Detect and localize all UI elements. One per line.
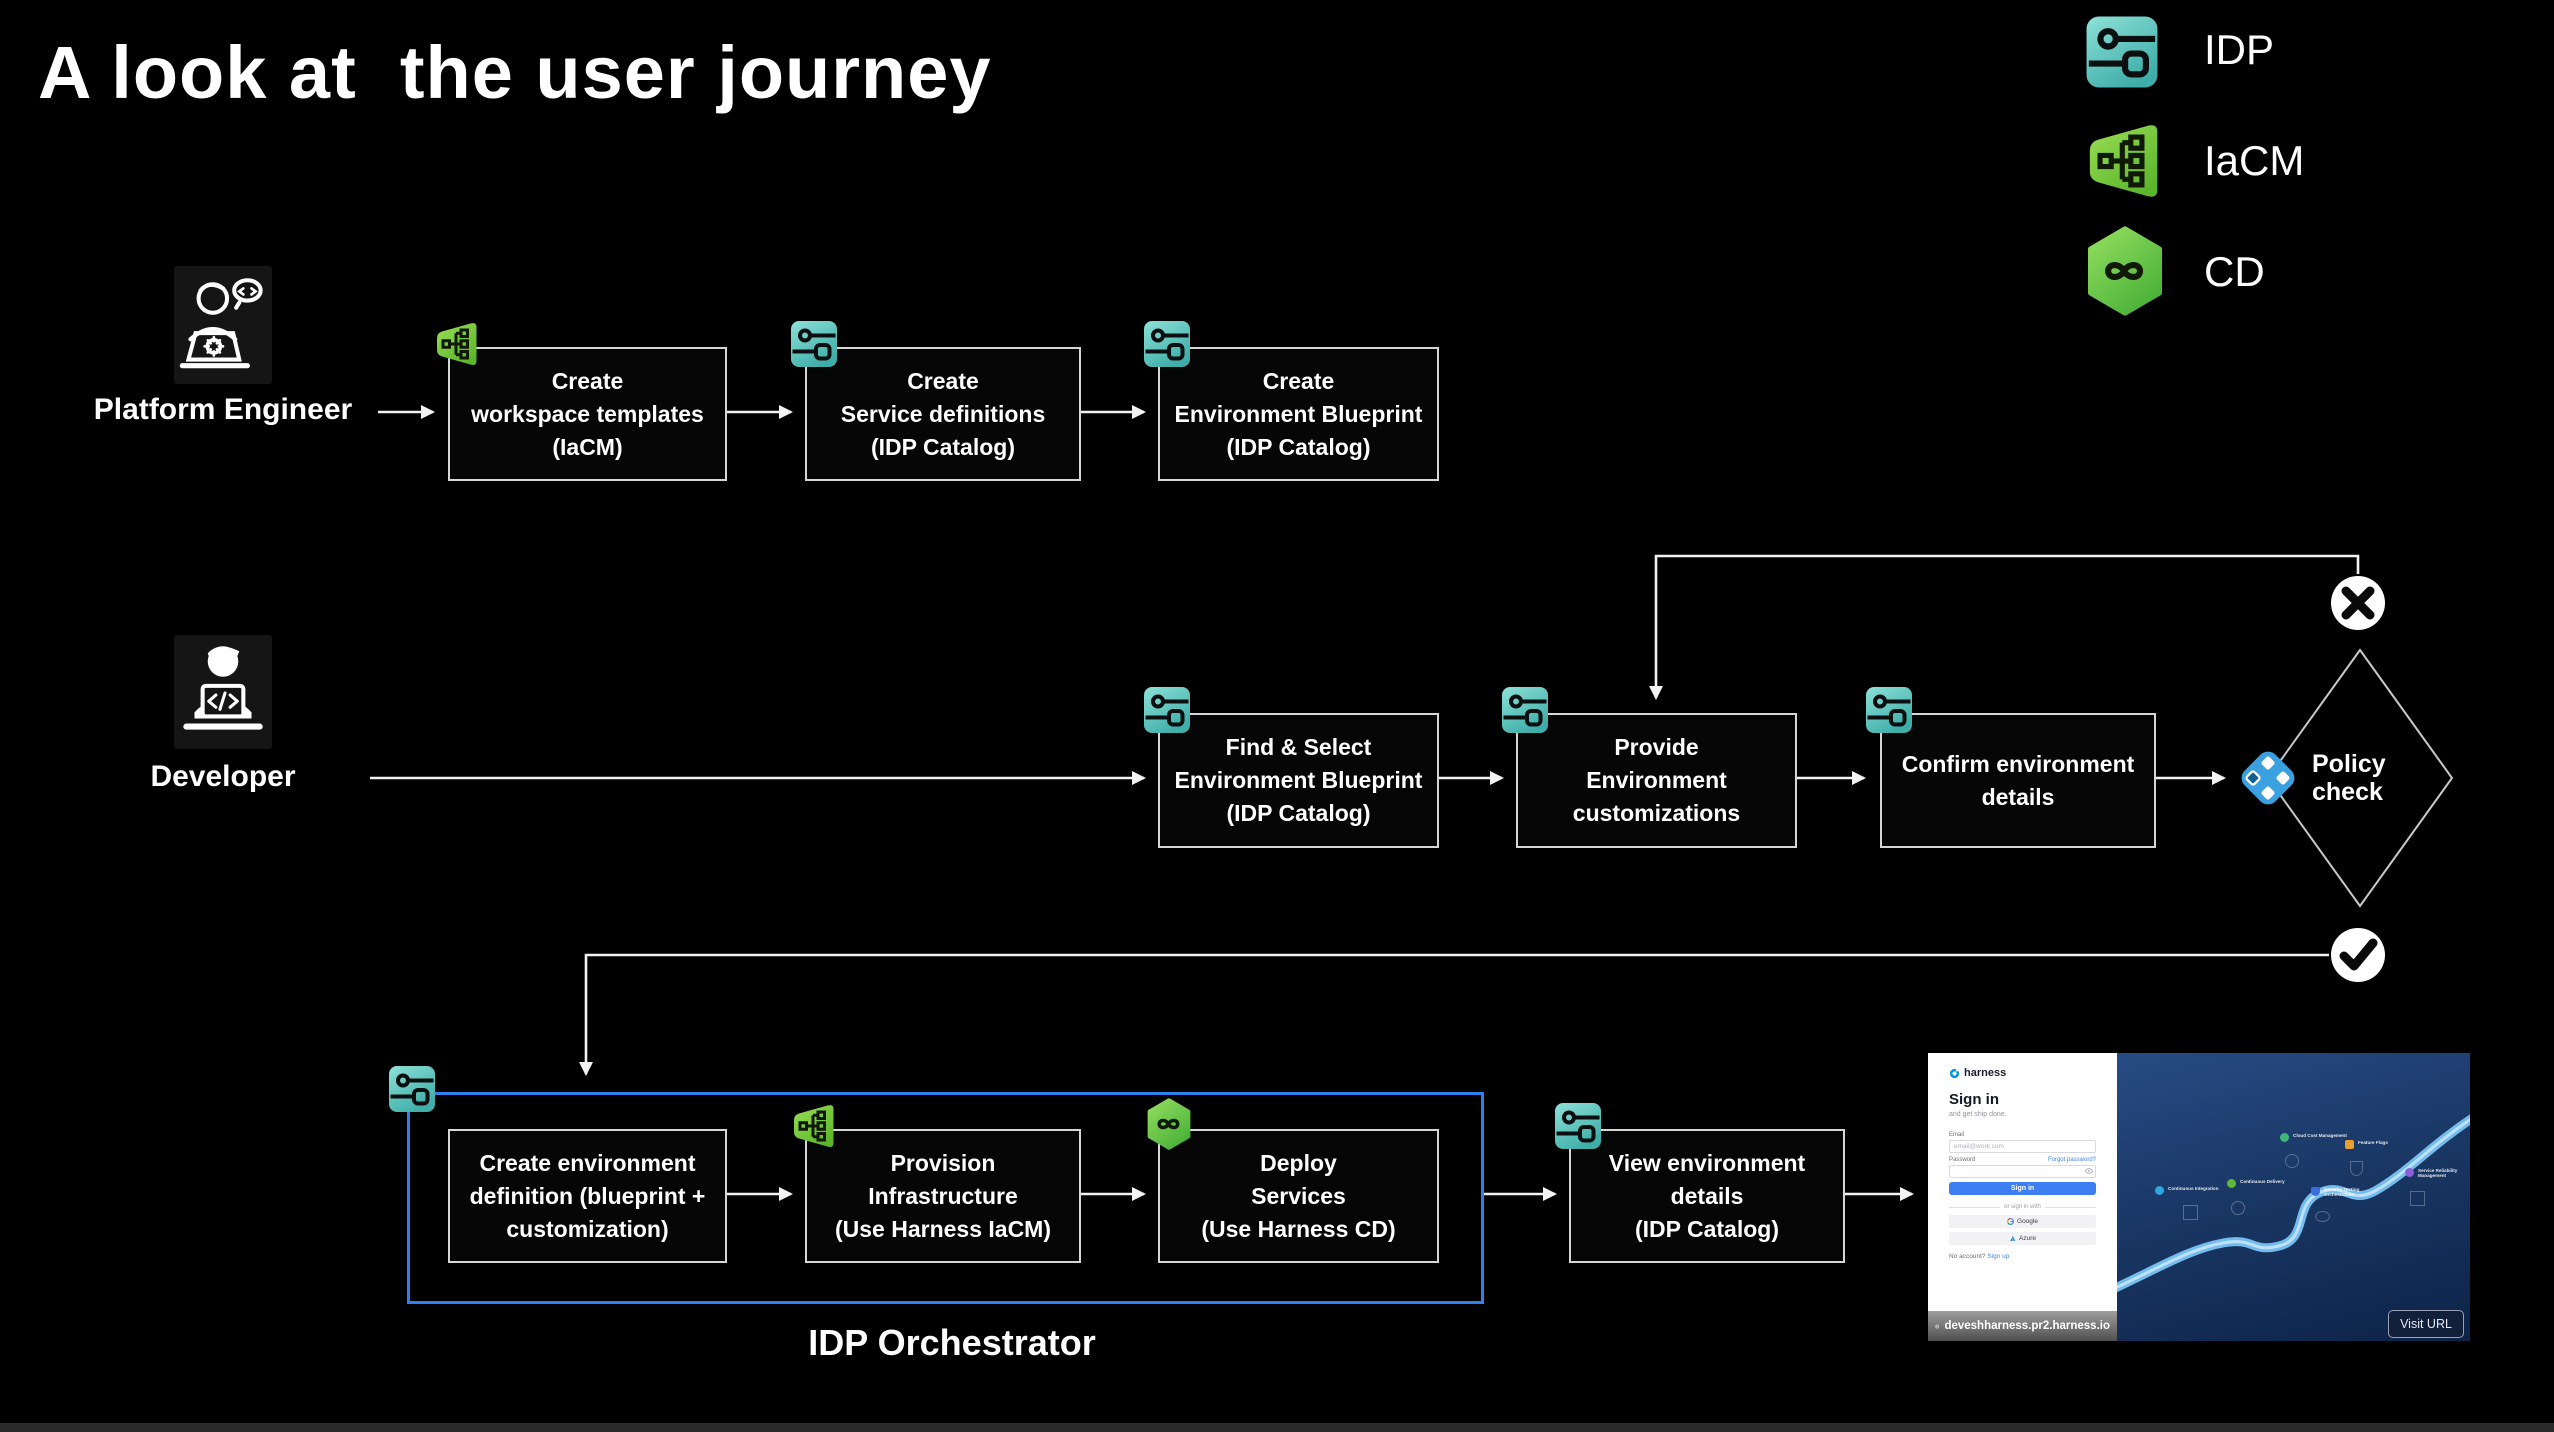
signin-button[interactable]: Sign in bbox=[1949, 1182, 2096, 1195]
developer-avatar bbox=[174, 635, 272, 749]
azure-icon bbox=[2010, 1235, 2016, 1241]
email-label: Email bbox=[1949, 1132, 1965, 1138]
gear-glyph bbox=[2231, 1201, 2245, 1215]
step-deploy-services: Deploy Services (Use Harness CD) bbox=[1158, 1129, 1439, 1263]
cd-module-label: Continuous Delivery bbox=[2240, 1179, 2285, 1184]
policy-check-diamond bbox=[2266, 648, 2454, 908]
srm-module-label: Service Reliability Management bbox=[2418, 1168, 2458, 1179]
idp-icon bbox=[2085, 15, 2159, 89]
step-confirm-environment-details: Confirm environment details bbox=[1880, 713, 2156, 848]
visit-url-button[interactable]: Visit URL bbox=[2388, 1310, 2464, 1338]
signin-tagline: and get ship done. bbox=[1949, 1111, 2007, 1118]
step-create-environment-definition: Create environment definition (blueprint… bbox=[448, 1129, 727, 1263]
step-create-service-definitions: Create Service definitions (IDP Catalog) bbox=[805, 347, 1081, 481]
idp-orchestrator-frame bbox=[407, 1092, 1484, 1304]
harness-journey-art: Continuous Integration Continuous Delive… bbox=[2117, 1053, 2470, 1341]
legend-label-idp: IDP bbox=[2204, 26, 2275, 73]
platform-engineer-avatar bbox=[174, 266, 272, 384]
idp-orchestrator-label: IDP Orchestrator bbox=[808, 1322, 1096, 1363]
step-view-environment-details: View environment details (IDP Catalog) bbox=[1569, 1129, 1845, 1263]
cube-glyph bbox=[2183, 1205, 2198, 1220]
coin-glyph bbox=[2285, 1154, 2299, 1168]
harness-logo-icon bbox=[1949, 1068, 1960, 1078]
cd-icon bbox=[1143, 1098, 1195, 1150]
legend-label-iacm: IaCM bbox=[2204, 137, 2305, 184]
forgot-password-link[interactable]: Forgot password? bbox=[2047, 1157, 2096, 1163]
cd-icon bbox=[2080, 226, 2170, 316]
idp-icon bbox=[1143, 686, 1191, 734]
azure-signin-button[interactable]: Azure bbox=[1949, 1232, 2096, 1245]
signup-link[interactable]: Sign up bbox=[1987, 1253, 2010, 1260]
step-find-select-blueprint: Find & Select Environment Blueprint (IDP… bbox=[1158, 713, 1439, 848]
idp-icon bbox=[790, 320, 838, 368]
google-signin-button[interactable]: Google bbox=[1949, 1215, 2096, 1228]
google-icon bbox=[2007, 1218, 2015, 1225]
step-provide-customizations: Provide Environment customizations bbox=[1516, 713, 1797, 848]
step-create-workspace-templates: Create workspace templates (IaCM) bbox=[448, 347, 727, 481]
package-glyph bbox=[2410, 1191, 2425, 1206]
ci-module-label: Continuous Integration bbox=[2168, 1186, 2219, 1191]
idp-icon bbox=[1143, 320, 1191, 368]
cd-module-icon bbox=[2227, 1179, 2236, 1188]
pass-check-icon bbox=[2331, 928, 2385, 982]
journey-road bbox=[2117, 1114, 2470, 1293]
step-provision-infrastructure: Provision Infrastructure (Use Harness Ia… bbox=[805, 1129, 1081, 1263]
email-field[interactable] bbox=[1949, 1140, 2096, 1153]
bottom-edge-strip bbox=[0, 1423, 2554, 1432]
iacm-icon bbox=[2083, 120, 2165, 202]
ccm-module-label: Cloud Cost Management bbox=[2293, 1133, 2347, 1138]
step-create-environment-blueprint: Create Environment Blueprint (IDP Catalo… bbox=[1158, 347, 1439, 481]
no-account-text: No account? Sign up bbox=[1949, 1253, 2010, 1260]
password-field[interactable] bbox=[1949, 1165, 2096, 1178]
platform-engineer-icon bbox=[179, 278, 263, 369]
actor-label-platform-engineer: Platform Engineer bbox=[93, 393, 353, 426]
url-overlay-bar: deveshharness.pr2.harness.io bbox=[1928, 1311, 2117, 1341]
signin-panel: harness Sign in and get ship done. Email… bbox=[1928, 1053, 2117, 1341]
policy-icon bbox=[2232, 742, 2304, 814]
legend-label-cd: CD bbox=[2204, 248, 2265, 295]
ff-module-label: Feature Flags bbox=[2358, 1140, 2388, 1145]
flask-glyph bbox=[2350, 1161, 2363, 1176]
developer-icon bbox=[183, 646, 263, 730]
iacm-icon bbox=[790, 1102, 838, 1150]
signin-divider: or sign in with bbox=[1949, 1204, 2096, 1210]
idp-icon bbox=[1554, 1102, 1602, 1150]
harness-logo: harness bbox=[1949, 1067, 2006, 1079]
eye-icon[interactable] bbox=[2085, 1168, 2093, 1174]
idp-icon bbox=[1501, 686, 1549, 734]
srm-module-icon bbox=[2405, 1168, 2414, 1177]
page-title: A look at the user journey bbox=[38, 31, 992, 114]
sto-module-label: Security Testing Orchestration bbox=[2324, 1187, 2360, 1198]
password-label: Password bbox=[1949, 1157, 1976, 1163]
idp-icon bbox=[1865, 686, 1913, 734]
signin-heading: Sign in bbox=[1949, 1091, 1999, 1108]
environment-url: deveshharness.pr2.harness.io bbox=[1944, 1320, 2110, 1332]
sto-module-icon bbox=[2311, 1187, 2320, 1196]
key-glyph bbox=[2315, 1211, 2330, 1222]
ci-module-icon bbox=[2155, 1186, 2164, 1195]
fail-x-icon bbox=[2331, 576, 2385, 630]
globe-icon bbox=[1935, 1324, 1940, 1328]
ff-module-icon bbox=[2345, 1140, 2354, 1149]
iacm-icon bbox=[433, 320, 481, 368]
policy-check-label: Policy check bbox=[2312, 750, 2386, 806]
idp-icon bbox=[388, 1065, 436, 1113]
harness-signin-screenshot: harness Sign in and get ship done. Email… bbox=[1928, 1053, 2470, 1341]
actor-label-developer: Developer bbox=[150, 760, 296, 793]
ccm-module-icon bbox=[2280, 1133, 2289, 1142]
